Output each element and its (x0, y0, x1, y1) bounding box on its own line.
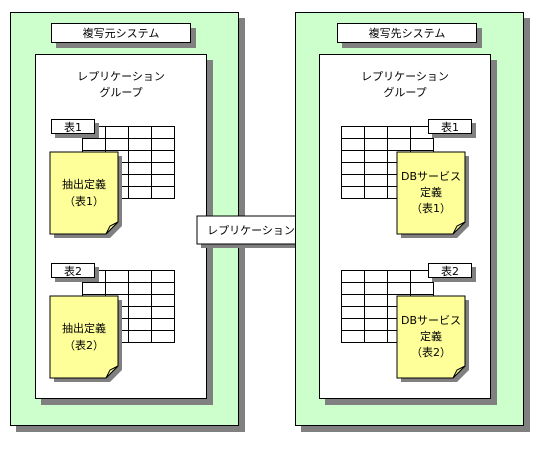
target-db-service-definition-1: DBサービス 定義 （表1） (396, 151, 469, 238)
source-table-2-label: 表2 (51, 263, 95, 278)
target-group-title: レプリケーション グループ (361, 70, 449, 99)
target-table-2-label: 表2 (428, 263, 472, 278)
target-system-title-text: 複写先システム (368, 27, 446, 40)
source-group-title: レプリケーション グループ (77, 70, 165, 99)
source-system-title-text: 複写元システム (82, 27, 160, 40)
source-extract-definition-2: 抽出定義 （表2） (49, 295, 122, 382)
replication-arrow-label: レプリケーション (207, 224, 295, 237)
source-extract-definition-1: 抽出定義 （表1） (49, 151, 122, 238)
source-table-1-label: 表1 (51, 119, 95, 134)
target-system-title: 複写先システム (337, 23, 477, 43)
target-db-service-definition-2: DBサービス 定義 （表2） (396, 295, 469, 382)
source-system-title: 複写元システム (51, 23, 191, 43)
target-table-1-label: 表1 (428, 119, 472, 134)
